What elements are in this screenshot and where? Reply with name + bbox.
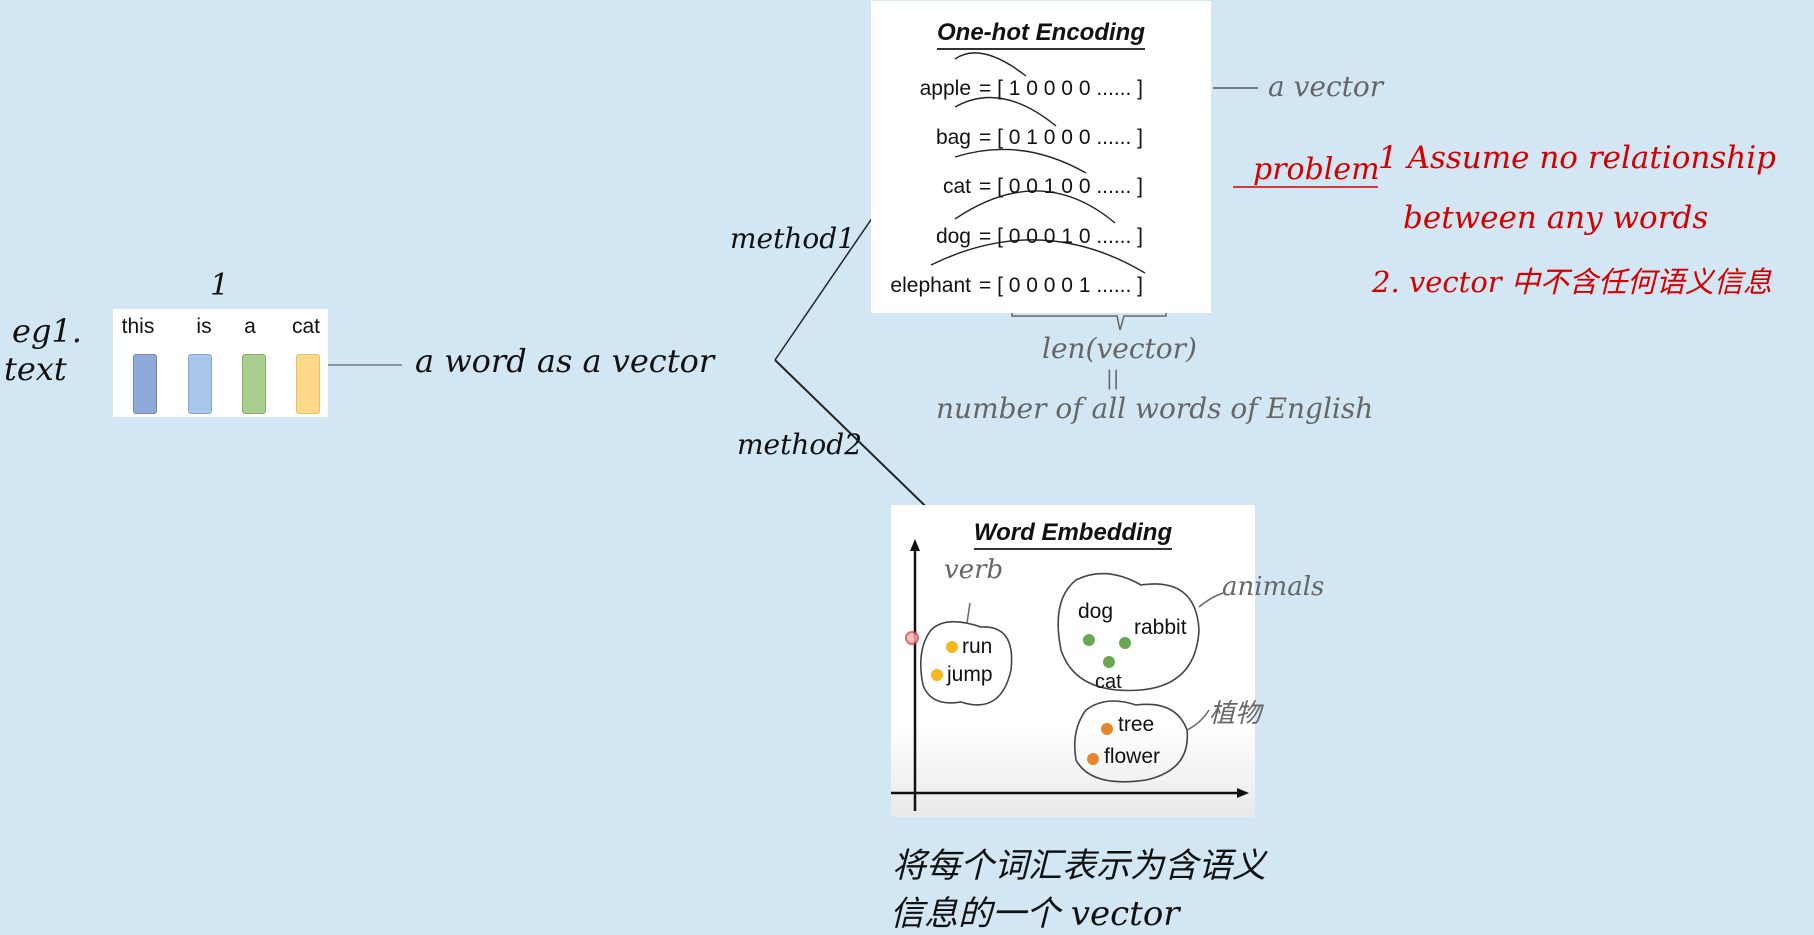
onehot-title: One-hot Encoding <box>871 19 1211 50</box>
problem-item1-line2: between any words <box>1403 200 1709 236</box>
onehot-word: apple <box>919 77 971 100</box>
count-note: number of all words of English <box>936 392 1374 425</box>
embedding-card: Word Embedding verb animals 植物 run jump … <box>891 505 1324 817</box>
word-vector-bar <box>133 354 157 414</box>
cursor-marker <box>905 631 919 645</box>
plant-cluster-outline <box>1073 700 1189 783</box>
method1-label: method1 <box>730 222 856 255</box>
embedding-point-tree <box>1101 723 1113 735</box>
y-axis-arrow <box>910 539 920 551</box>
onehot-vector: = [ 0 0 1 0 0 ...... ] <box>979 175 1144 198</box>
embedding-point-flower <box>1087 753 1099 765</box>
onehot-word: elephant <box>890 274 971 297</box>
example-label: eg1. text <box>4 312 82 388</box>
plants-label: 植物 <box>1209 699 1262 729</box>
onehot-vector: = [ 0 1 0 0 0 ...... ] <box>979 126 1144 149</box>
word-cat: cat <box>291 315 320 338</box>
method2-label: method2 <box>737 428 863 461</box>
onehot-row: bag = [ 0 1 0 0 0 ...... ] <box>871 126 1211 156</box>
onehot-word: cat <box>942 175 971 198</box>
embedding-caption-line1: 将每个词汇表示为含语义 <box>892 846 1266 886</box>
animal-cluster-outline <box>1057 572 1200 692</box>
concept-label: a word as a vector <box>415 342 715 380</box>
method2-line <box>774 359 951 531</box>
embedding-label-dog: dog <box>1078 600 1114 623</box>
onehot-word: dog <box>935 225 971 248</box>
onehot-arcs <box>930 52 1146 274</box>
problem-label: problem <box>1253 152 1380 187</box>
onehot-vector: = [ 0 0 0 0 1 ...... ] <box>979 274 1144 297</box>
equals-mark: || <box>1106 366 1120 390</box>
len-note: len(vector) <box>1042 332 1197 365</box>
embedding-point-jump <box>931 669 943 681</box>
embedding-point-rabbit <box>1119 637 1131 649</box>
onehot-card: One-hot Encoding apple = [ 1 0 0 0 0 ...… <box>871 1 1211 313</box>
example-label-line1: eg1. <box>12 312 82 350</box>
embedding-plot <box>891 539 1249 811</box>
onehot-row: apple = [ 1 0 0 0 0 ...... ] <box>871 77 1211 107</box>
example-mark: 1 <box>210 268 230 303</box>
word-vector-bar <box>188 354 212 414</box>
onehot-word: bag <box>935 126 971 149</box>
word-vector-bar <box>242 354 266 414</box>
onehot-row: dog = [ 0 0 0 1 0 ...... ] <box>871 225 1211 255</box>
onehot-row: elephant = [ 0 0 0 0 1 ...... ] <box>871 274 1211 304</box>
example-label-line2: text <box>4 350 67 388</box>
word-vector-bar <box>296 354 320 414</box>
verb-label: verb <box>944 555 1004 585</box>
embedding-label-cat: cat <box>1095 671 1122 693</box>
embedding-title: Word Embedding <box>891 519 1255 550</box>
word-a: a <box>244 315 256 338</box>
embedding-label-flower: flower <box>1104 745 1161 768</box>
embedding-label-run: run <box>962 635 993 658</box>
embedding-caption-line2: 信息的一个 vector <box>890 894 1180 934</box>
onehot-vector: = [ 0 0 0 1 0 ...... ] <box>979 225 1144 248</box>
word-this: this <box>121 315 155 338</box>
len-brace <box>1011 300 1167 331</box>
onehot-row: cat = [ 0 0 1 0 0 ...... ] <box>871 175 1211 205</box>
problem-item2: 2. vector 中不含任何语义信息 <box>1372 265 1772 299</box>
onehot-vector: = [ 1 0 0 0 0 ...... ] <box>979 77 1144 100</box>
word-is: is <box>196 315 212 338</box>
embedding-label-tree: tree <box>1118 713 1155 736</box>
problem-item1-line1: 1 Assume no relationship <box>1378 140 1777 176</box>
embedding-label-rabbit: rabbit <box>1134 616 1187 639</box>
vector-note: a vector <box>1268 70 1384 103</box>
embedding-point-run <box>946 641 958 653</box>
embedding-point-cat <box>1103 656 1115 668</box>
embedding-label-jump: jump <box>947 663 993 686</box>
embedding-point-dog <box>1083 634 1095 646</box>
verb-cluster-outline <box>920 620 1013 706</box>
x-axis-arrow <box>1237 788 1249 798</box>
animals-label: animals <box>1222 572 1325 602</box>
text-card: this is a cat <box>113 309 328 417</box>
